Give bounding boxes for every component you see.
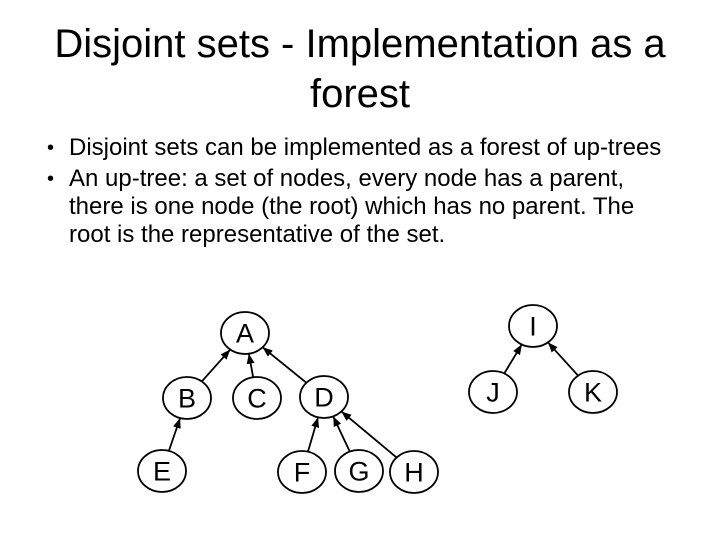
node-label: K bbox=[584, 378, 602, 408]
bullet-item: Disjoint sets can be implemented as a fo… bbox=[47, 134, 669, 162]
edge-E-B bbox=[168, 417, 181, 452]
edge-B-A bbox=[201, 348, 231, 383]
edge-G-D bbox=[332, 416, 351, 452]
node-D: D bbox=[299, 375, 349, 419]
node-circle bbox=[389, 450, 439, 494]
node-circle bbox=[508, 304, 558, 348]
edge-J-I bbox=[503, 344, 523, 374]
node-label: H bbox=[404, 458, 424, 488]
node-circle bbox=[468, 370, 518, 414]
node-circle bbox=[232, 376, 282, 420]
node-label: B bbox=[178, 384, 196, 414]
edge-D-A bbox=[262, 346, 307, 384]
edge-H-D bbox=[340, 410, 398, 459]
node-label: C bbox=[247, 384, 267, 414]
node-label: I bbox=[529, 312, 537, 342]
node-C: C bbox=[232, 376, 282, 420]
node-circle bbox=[568, 370, 618, 414]
node-circle bbox=[162, 376, 212, 420]
node-label: J bbox=[486, 378, 500, 408]
node-K: K bbox=[568, 370, 618, 414]
node-label: E bbox=[153, 457, 171, 487]
node-H: H bbox=[389, 450, 439, 494]
node-label: F bbox=[294, 458, 311, 488]
node-circle bbox=[220, 311, 270, 355]
node-circle bbox=[299, 375, 349, 419]
node-B: B bbox=[162, 376, 212, 420]
node-E: E bbox=[137, 449, 187, 493]
node-I: I bbox=[508, 304, 558, 348]
node-label: D bbox=[314, 383, 334, 413]
node-A: A bbox=[220, 311, 270, 355]
bullet-item: An up-tree: a set of nodes, every node h… bbox=[47, 165, 669, 249]
bullet-list: Disjoint sets can be implemented as a fo… bbox=[47, 134, 669, 249]
node-circle bbox=[277, 450, 327, 494]
edge-C-A bbox=[246, 353, 255, 378]
node-F: F bbox=[277, 450, 327, 494]
slide-title: Disjoint sets - Implementation as a fore… bbox=[54, 22, 666, 116]
node-circle bbox=[334, 449, 384, 493]
node-label: G bbox=[348, 457, 369, 487]
node-J: J bbox=[468, 370, 518, 414]
node-label: A bbox=[236, 319, 254, 349]
edge-F-D bbox=[307, 417, 320, 452]
node-circle bbox=[137, 449, 187, 493]
node-G: G bbox=[334, 449, 384, 493]
edge-K-I bbox=[547, 341, 579, 377]
